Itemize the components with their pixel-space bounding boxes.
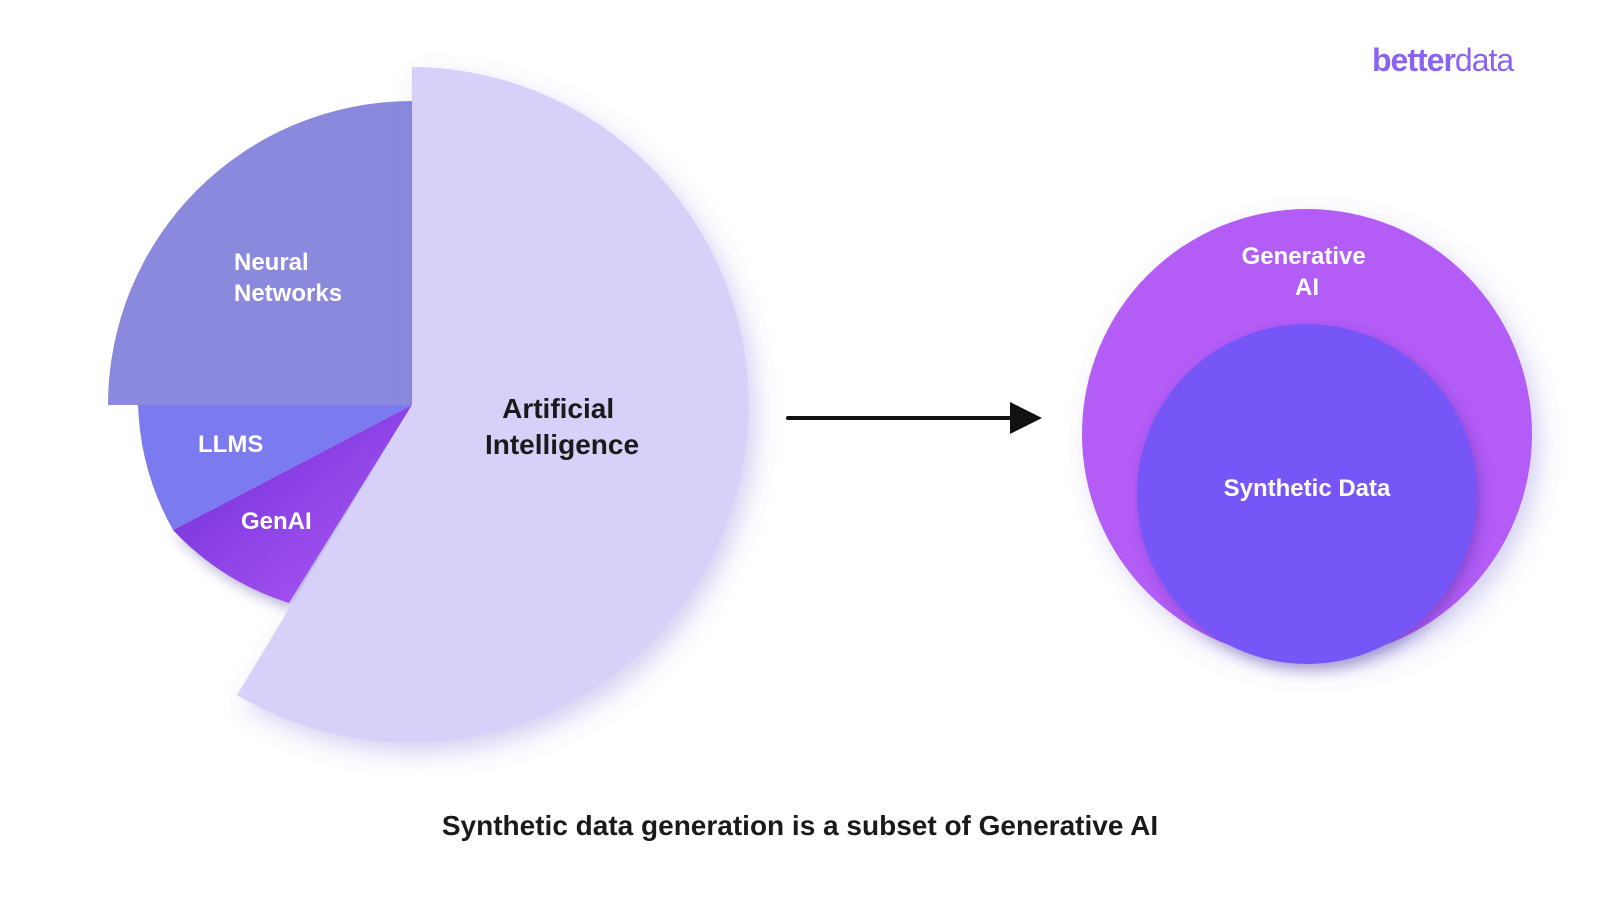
label-artificial-intelligence: Artificial Intelligence [485,393,639,460]
label-neural-networks: Neural Networks [234,249,342,307]
pie-segment-artificial-intelligence [237,67,749,743]
pie-segment-llms [138,405,412,530]
generative-ai-venn [1082,209,1532,664]
circle-synthetic-data [1137,324,1477,664]
betterdata-logo: betterdata [1372,42,1514,78]
diagram-caption: Synthetic data generation is a subset of… [441,810,1159,841]
arrow-right-icon [786,402,1042,434]
ai-pie-chart [108,67,749,743]
logo-part-data: data [1454,42,1514,78]
label-generative-ai: Generative AI [1242,243,1373,301]
pie-segment-genai [173,405,412,603]
label-genai: GenAI [241,508,312,535]
label-synthetic-data: Synthetic Data [1224,475,1391,502]
label-llms: LLMS [198,431,263,458]
logo-part-better: better [1372,42,1456,78]
pie-segment-neural-networks [108,101,412,405]
